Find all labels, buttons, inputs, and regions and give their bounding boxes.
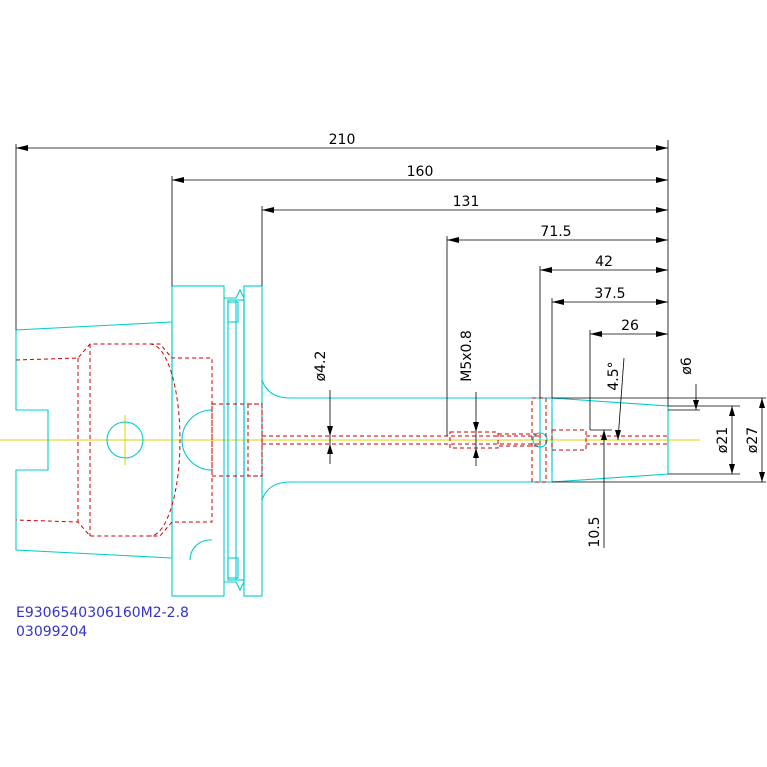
title-block: E9306540306160M2-2.8 03099204 <box>16 605 189 640</box>
dim-71-5: 71.5 <box>540 224 571 240</box>
dim-160: 160 <box>407 164 434 180</box>
dim-phi4-2: ø4.2 <box>313 351 329 382</box>
hidden-lines <box>15 343 668 537</box>
dim-210: 210 <box>329 132 356 148</box>
drawing-number: 03099204 <box>16 624 87 640</box>
dimension-lines <box>15 140 766 548</box>
dim-phi27: ø27 <box>745 427 761 453</box>
dim-angle: 4.5° <box>606 361 622 390</box>
dim-131: 131 <box>453 194 480 210</box>
centerline <box>0 415 700 465</box>
dim-10-5: 10.5 <box>587 516 603 547</box>
dim-m5: M5x0.8 <box>459 330 475 382</box>
dim-phi6: ø6 <box>679 357 695 375</box>
dim-phi21: ø21 <box>715 427 731 453</box>
dimension-labels: 210 160 131 71.5 42 37.5 26 ø4.2 M5x0.8 … <box>313 132 761 548</box>
part-number: E9306540306160M2-2.8 <box>16 605 189 621</box>
dim-26: 26 <box>621 318 639 334</box>
dim-37-5: 37.5 <box>594 286 625 302</box>
part-outline <box>15 285 669 597</box>
dim-42: 42 <box>595 254 613 270</box>
